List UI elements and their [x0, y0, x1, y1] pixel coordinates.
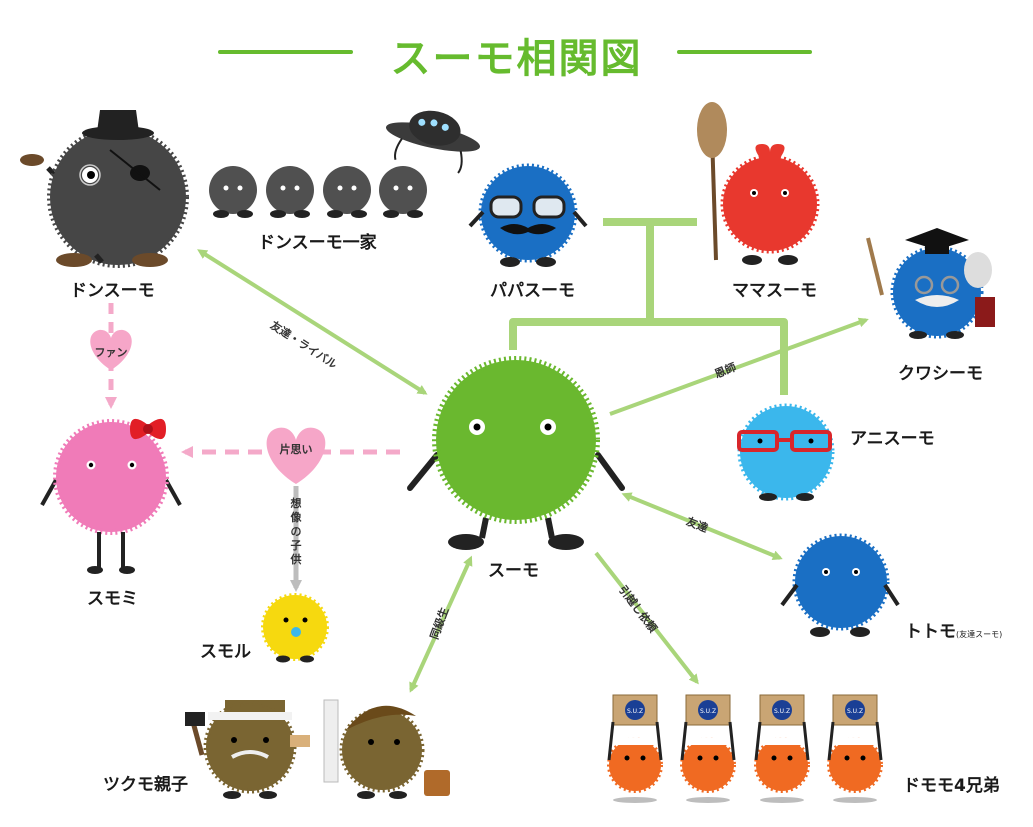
label-kuwashi: クワシーモ [898, 364, 983, 384]
svg-text:S.U.Z: S.U.Z [774, 708, 790, 715]
relation-kataomoi: 片思い [279, 443, 313, 456]
donsuumo-figure [20, 110, 189, 268]
hikkoshi-arrow [594, 551, 699, 685]
relation-souzou: 想像の子供 [290, 497, 302, 566]
label-totomo: トトモ(友達スーモ) [905, 622, 1003, 642]
svg-text:S.U.Z: S.U.Z [700, 708, 716, 715]
onshi-arrow [609, 317, 869, 416]
sumomi-figure [40, 418, 182, 574]
label-papa: パパスーモ [490, 281, 575, 301]
domomo-brother: S.U.Z [607, 694, 663, 803]
title-line-right [677, 50, 812, 54]
title-line-left [218, 50, 353, 54]
relation-fan: ファン [94, 346, 128, 359]
label-donsuumo: ドンスーモ [70, 281, 155, 301]
page-title: スーモ相関図 [390, 36, 643, 82]
tomodachi-arrow [621, 492, 783, 560]
donsuumo-family-figures [209, 166, 427, 218]
label-ani: アニスーモ [850, 429, 935, 449]
ani-suumo-figure [737, 403, 835, 501]
connections [105, 218, 869, 693]
mama-suumo-figure [697, 102, 820, 265]
domomo-brother: S.U.Z [680, 694, 736, 803]
kataomoi-heart-icon [266, 427, 326, 484]
label-suumo: スーモ [488, 561, 539, 581]
family-tree-line [509, 218, 788, 395]
ufo-icon [385, 110, 481, 174]
domomo-brother: S.U.Z [827, 694, 883, 803]
papa-suumo-figure [468, 163, 588, 267]
label-sumomi: スモミ [87, 589, 138, 609]
domomo-brothers-figures: S.U.Z S.U.Z S.U.Z S.U.Z [607, 694, 883, 803]
suumo-figure [407, 356, 625, 550]
label-tsukumo: ツクモ親子 [103, 775, 188, 795]
svg-text:S.U.Z: S.U.Z [847, 708, 863, 715]
sumoru-figure [261, 593, 329, 663]
label-sumoru: スモル [200, 642, 251, 662]
label-domomo: ドモモ4兄弟 [903, 776, 1000, 796]
label-donsuumo-family: ドンスーモ一家 [258, 233, 377, 253]
svg-text:S.U.Z: S.U.Z [627, 708, 643, 715]
fan-heart-icon [90, 329, 132, 370]
tsukumo-figures [185, 699, 450, 799]
totomo-figure [780, 533, 900, 637]
domomo-brother: S.U.Z [754, 694, 810, 803]
label-mama: ママスーモ [732, 281, 817, 301]
rival-arrow [197, 249, 428, 395]
kuwashi-mo-figure [866, 228, 995, 339]
doukyuusei-arrow [409, 555, 473, 693]
